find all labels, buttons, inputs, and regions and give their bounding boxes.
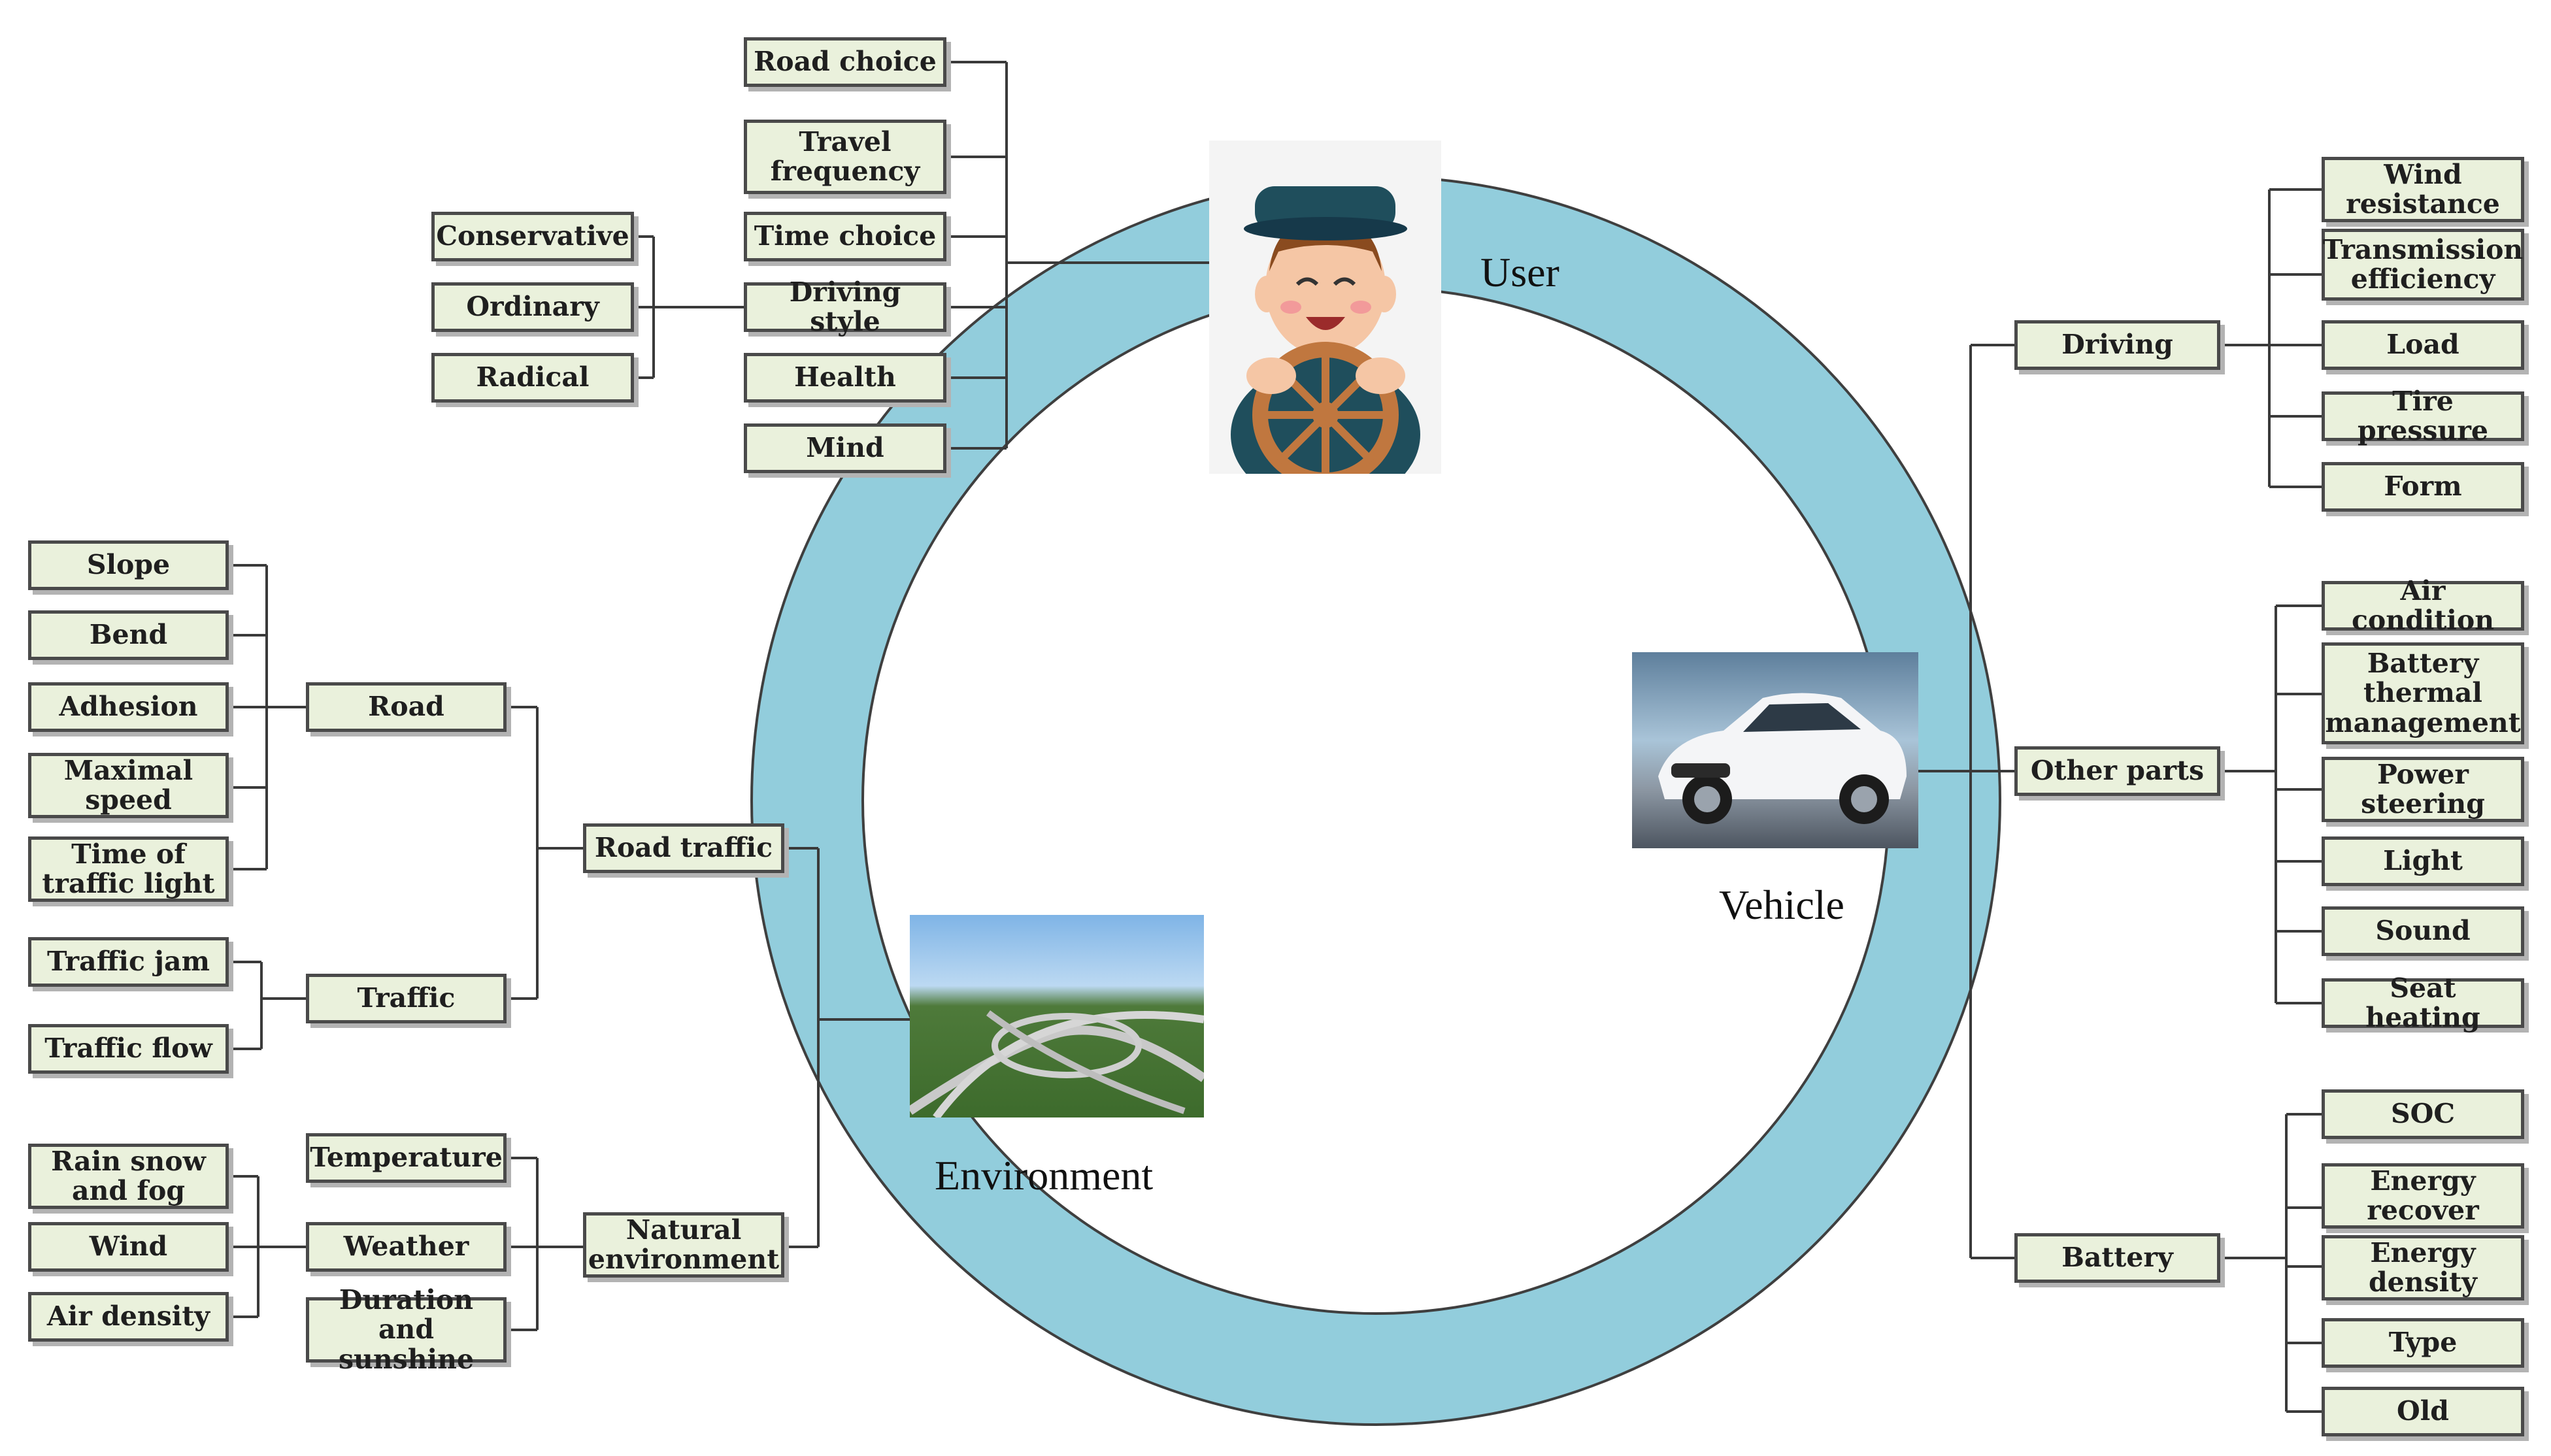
user-mind: Mind: [744, 423, 946, 473]
weather-wind: Wind: [28, 1222, 229, 1272]
battery-type: Type: [2322, 1318, 2524, 1368]
environment-highway-photo: [910, 915, 1204, 1117]
environment-caption: Environment: [935, 1152, 1154, 1199]
vehicle-other-parts: Other parts: [2014, 746, 2220, 796]
road-slope: Slope: [28, 540, 229, 590]
style-radical: Radical: [431, 353, 634, 403]
battery-soc: SOC: [2322, 1089, 2524, 1139]
vehicle-caption: Vehicle: [1719, 882, 1844, 928]
road-adhesion: Adhesion: [28, 682, 229, 732]
road-maximal-speed: Maximal speed: [28, 753, 229, 818]
parts-air-condition: Air condition: [2322, 576, 2524, 635]
driving-load: Load: [2322, 320, 2524, 370]
battery-energy-recover: Energy recover: [2322, 1163, 2524, 1229]
env-road: Road: [306, 682, 507, 732]
style-conservative: Conservative: [431, 212, 634, 261]
vehicle-car-photo: [1632, 652, 1918, 848]
parts-seat-heating: Seat heating: [2322, 973, 2524, 1033]
battery-old: Old: [2322, 1387, 2524, 1436]
user-driving-style: Driving style: [744, 277, 946, 337]
user-road-choice: Road choice: [744, 37, 946, 87]
weather-rain-snow-fog: Rain snow and fog: [28, 1144, 229, 1209]
parts-power-steering: Power steering: [2322, 757, 2524, 822]
weather-air-density: Air density: [28, 1292, 229, 1342]
vehicle-battery: Battery: [2014, 1233, 2220, 1283]
natural-weather: Weather: [306, 1222, 507, 1272]
battery-energy-density: Energy density: [2322, 1235, 2524, 1300]
natural-temperature: Temperature: [306, 1133, 507, 1183]
env-natural-environment: Natural environment: [583, 1212, 784, 1278]
env-road-traffic: Road traffic: [583, 823, 784, 873]
user-caption: User: [1480, 249, 1559, 295]
driving-wind-resistance: Wind resistance: [2322, 157, 2524, 222]
style-ordinary: Ordinary: [431, 282, 634, 332]
parts-light: Light: [2322, 836, 2524, 886]
parts-battery-thermal-management: Battery thermal management: [2322, 642, 2524, 744]
traffic-flow: Traffic flow: [28, 1024, 229, 1074]
highway-icon: [910, 1010, 1204, 1117]
user-health: Health: [744, 353, 946, 403]
vehicle-driving: Driving: [2014, 320, 2220, 370]
driving-transmission-efficiency: Transmission efficiency: [2322, 229, 2524, 301]
road-bend: Bend: [28, 610, 229, 660]
user-travel-frequency: Travel frequency: [744, 120, 946, 194]
traffic-jam: Traffic jam: [28, 937, 229, 987]
driving-form: Form: [2322, 462, 2524, 512]
natural-duration-sunshine: Duration and sunshine: [306, 1285, 507, 1374]
road-time-of-traffic-light: Time of traffic light: [28, 836, 229, 902]
connector-lines: [229, 61, 2322, 1413]
driver-icon: [1231, 186, 1420, 474]
driving-tire-pressure: Tire pressure: [2322, 386, 2524, 446]
env-traffic: Traffic: [306, 974, 507, 1023]
parts-sound: Sound: [2322, 906, 2524, 956]
user-driver-illustration: [1209, 141, 1441, 474]
user-time-choice: Time choice: [744, 212, 946, 261]
car-icon: [1658, 693, 1907, 824]
